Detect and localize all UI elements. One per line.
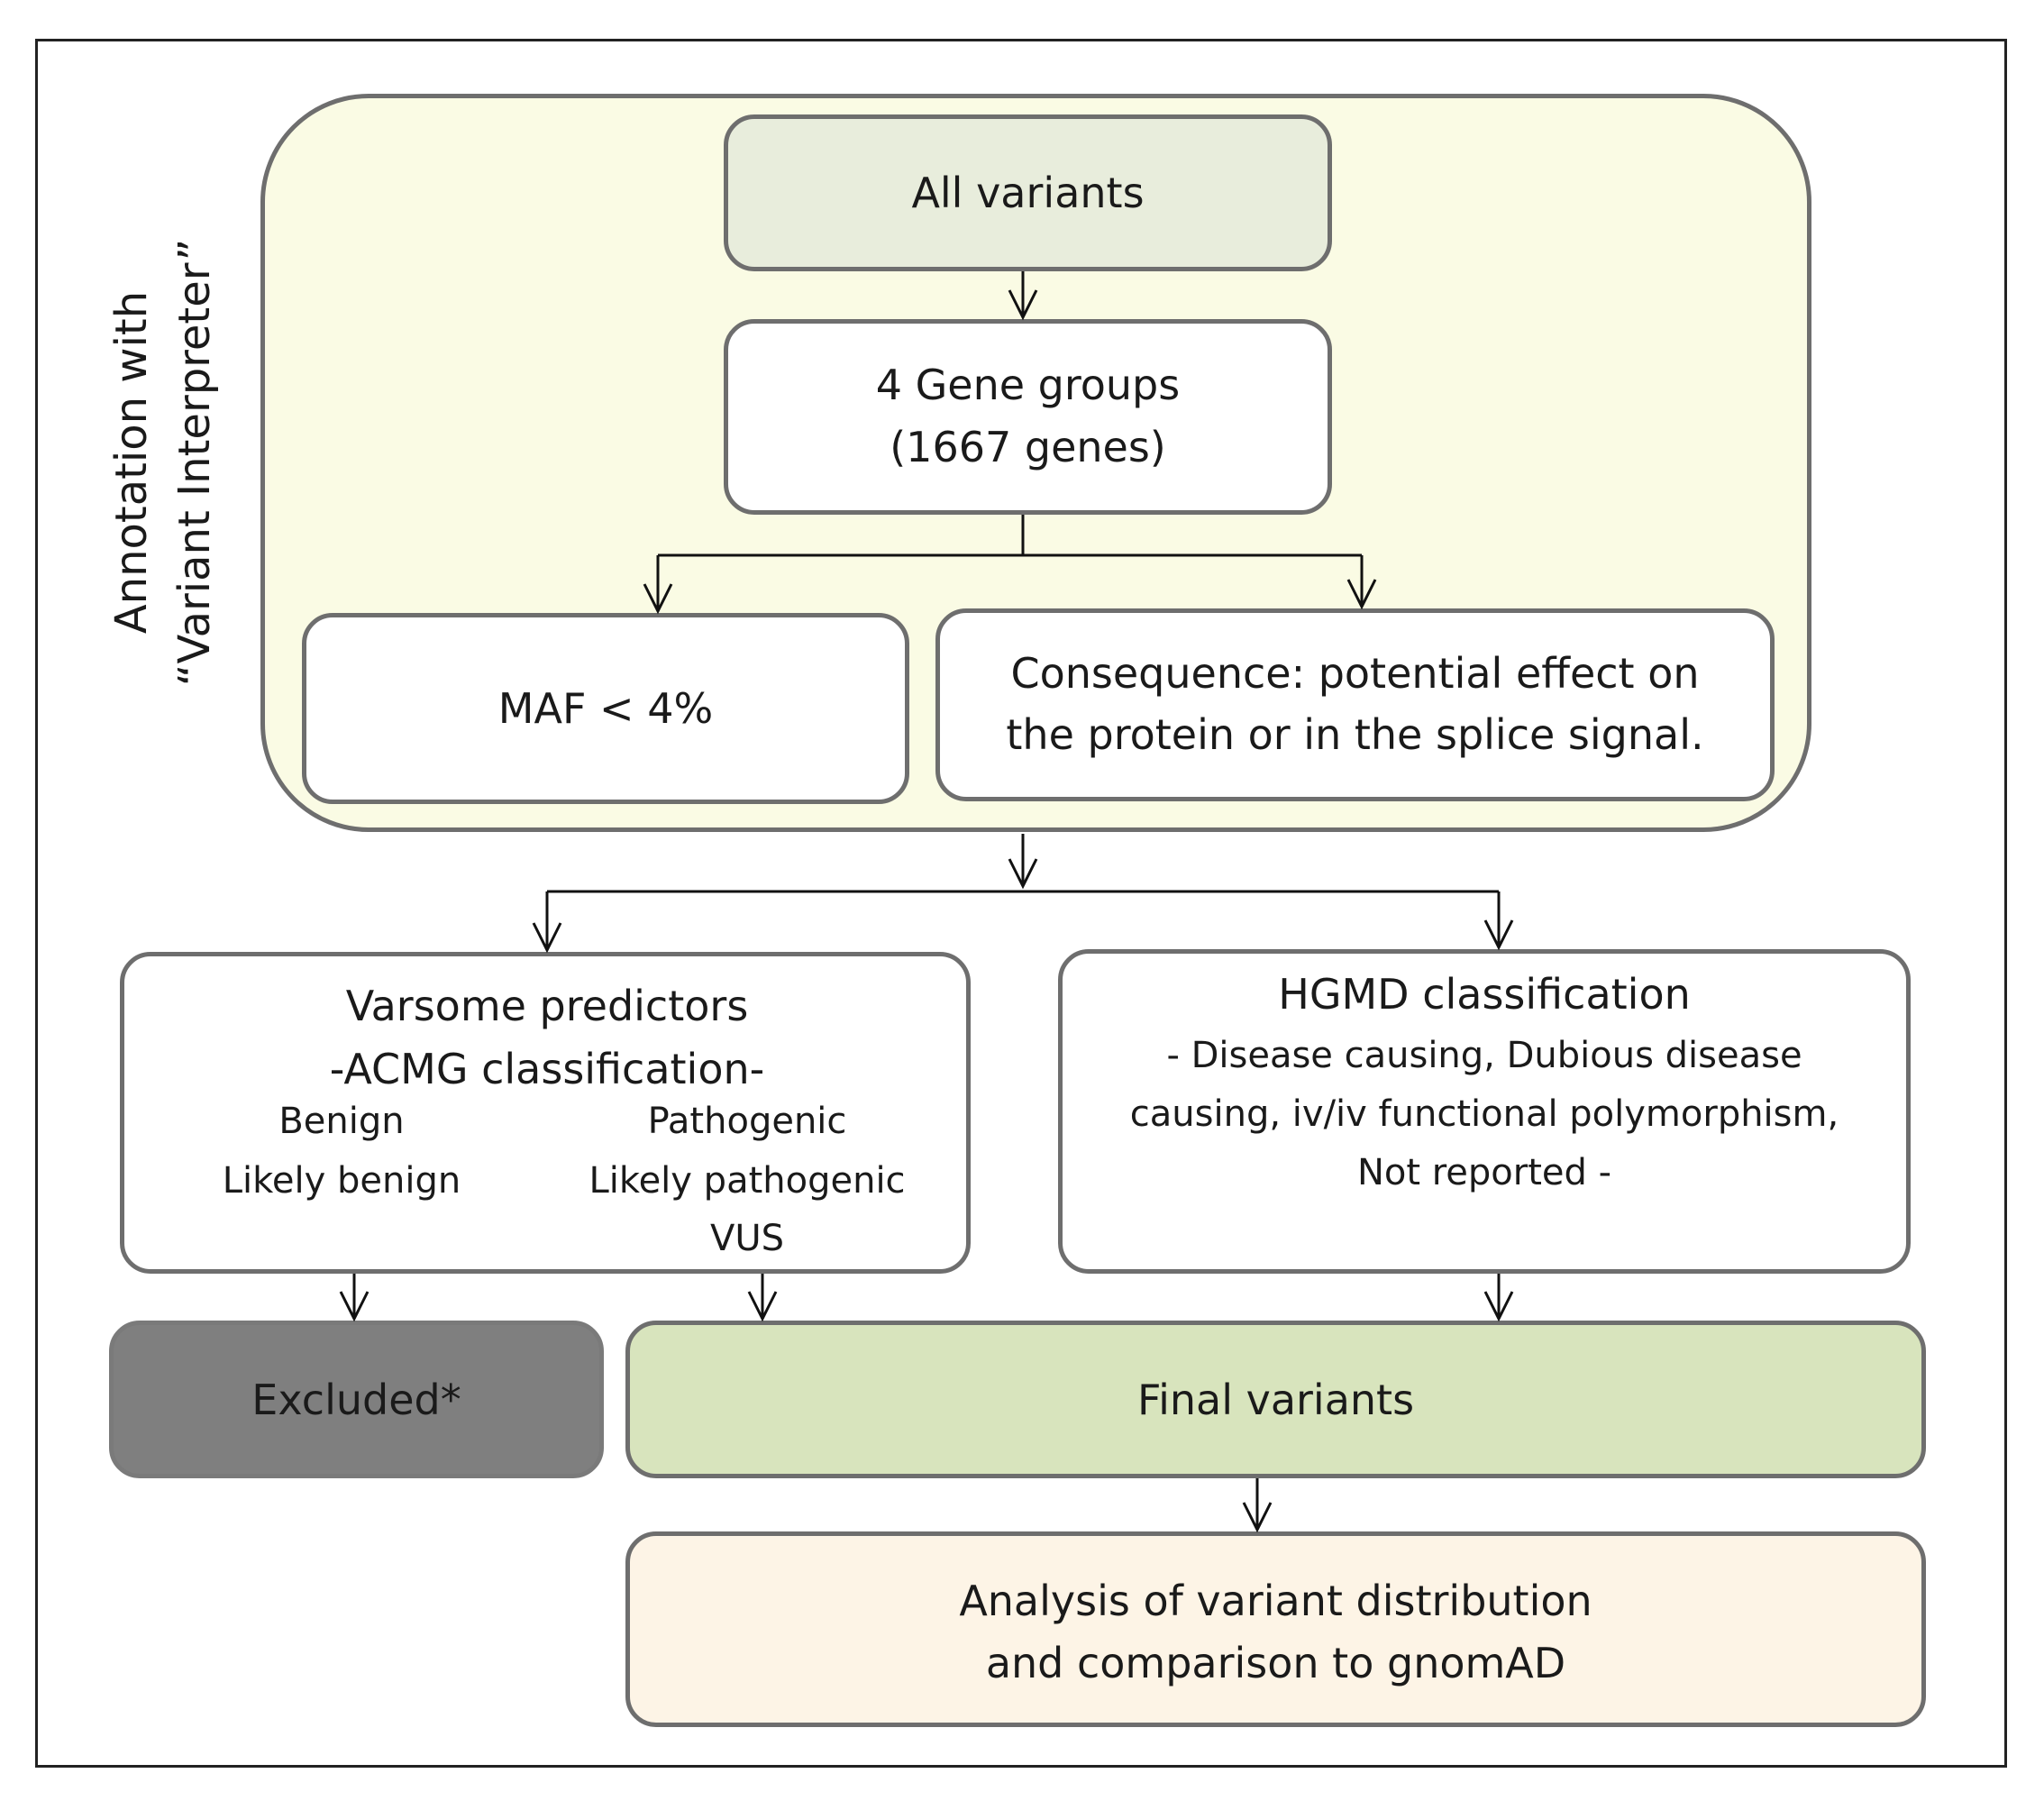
node-label: and comparison to gnomAD <box>985 1638 1566 1687</box>
class-benign: Benign <box>278 1101 405 1142</box>
arrow-to-maf <box>643 555 673 615</box>
arrow-to-consequence <box>1346 555 1377 610</box>
hgmd-line: - Disease causing, Dubious disease <box>1166 1035 1802 1076</box>
node-maf: MAF < 4% <box>302 613 909 804</box>
arrow-to-varsome <box>532 891 562 954</box>
arrow-hgmd-to-final <box>1483 1274 1514 1322</box>
node-final-variants: Final variants <box>625 1321 1926 1478</box>
hgmd-title: HGMD classification <box>1278 970 1691 1019</box>
arrow-all-to-genes <box>1008 271 1038 321</box>
node-label: 4 Gene groups <box>875 361 1181 410</box>
outer-frame <box>35 39 2007 1768</box>
hgmd-line: causing, iv/iv functional polymorphism, <box>1129 1093 1839 1135</box>
node-excluded: Excluded* <box>109 1321 604 1478</box>
arrow-to-hgmd <box>1483 891 1514 951</box>
node-label: Final variants <box>1136 1375 1415 1424</box>
node-all-variants: All variants <box>724 114 1332 271</box>
node-label: Analysis of variant distribution <box>959 1577 1592 1626</box>
arrow-region-down <box>1008 834 1038 890</box>
node-label: the protein or in the splice signal. <box>1006 709 1704 759</box>
node-label: Consequence: potential effect on <box>1010 649 1700 699</box>
arrow-varsome-to-final <box>747 1274 778 1322</box>
node-label: Excluded* <box>251 1375 461 1424</box>
node-gene-groups: 4 Gene groups (1667 genes) <box>724 319 1332 515</box>
hgmd-line: Not reported - <box>1356 1152 1612 1193</box>
class-vus: VUS <box>709 1218 785 1259</box>
node-label: MAF < 4% <box>497 684 714 733</box>
varsome-subtitle: -ACMG classification- <box>329 1045 765 1093</box>
connector-genes-split <box>658 515 1362 557</box>
varsome-title: Varsome predictors <box>345 982 749 1030</box>
node-label: (1667 genes) <box>890 422 1166 471</box>
node-label: All variants <box>911 169 1145 217</box>
arrow-final-to-analysis <box>1242 1478 1273 1533</box>
class-likely-pathogenic: Likely pathogenic <box>589 1160 906 1202</box>
node-analysis: Analysis of variant distribution and com… <box>625 1531 1926 1727</box>
class-likely-benign: Likely benign <box>222 1160 461 1202</box>
class-pathogenic: Pathogenic <box>647 1101 847 1142</box>
node-hgmd <box>1058 949 1911 1274</box>
node-varsome <box>120 952 971 1274</box>
arrow-to-excluded <box>339 1274 370 1322</box>
node-consequence: Consequence: potential effect on the pro… <box>935 608 1775 801</box>
